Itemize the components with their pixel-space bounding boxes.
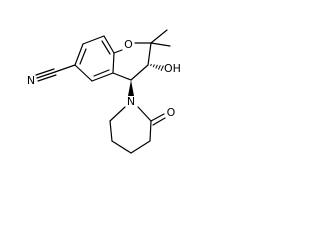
carbonyl-oxygen-label: O bbox=[167, 106, 176, 119]
chemical-structure: O OH N N O bbox=[27, 29, 181, 154]
pyran-ring bbox=[112, 42, 152, 81]
lactam-wedge-bond bbox=[128, 80, 134, 96]
carbonyl-bond bbox=[150, 113, 166, 126]
lactam-nitrogen-label: N bbox=[127, 95, 135, 108]
nitrile-group bbox=[35, 64, 76, 82]
nitrile-nitrogen-label: N bbox=[27, 74, 35, 87]
ring-oxygen-label: O bbox=[124, 38, 133, 51]
gem-dimethyl bbox=[150, 29, 171, 47]
hydroxyl-hashed-bond bbox=[150, 63, 164, 72]
hydroxyl-label: OH bbox=[164, 62, 181, 75]
benzene-ring bbox=[74, 35, 115, 82]
piperidinone-ring bbox=[109, 106, 152, 154]
